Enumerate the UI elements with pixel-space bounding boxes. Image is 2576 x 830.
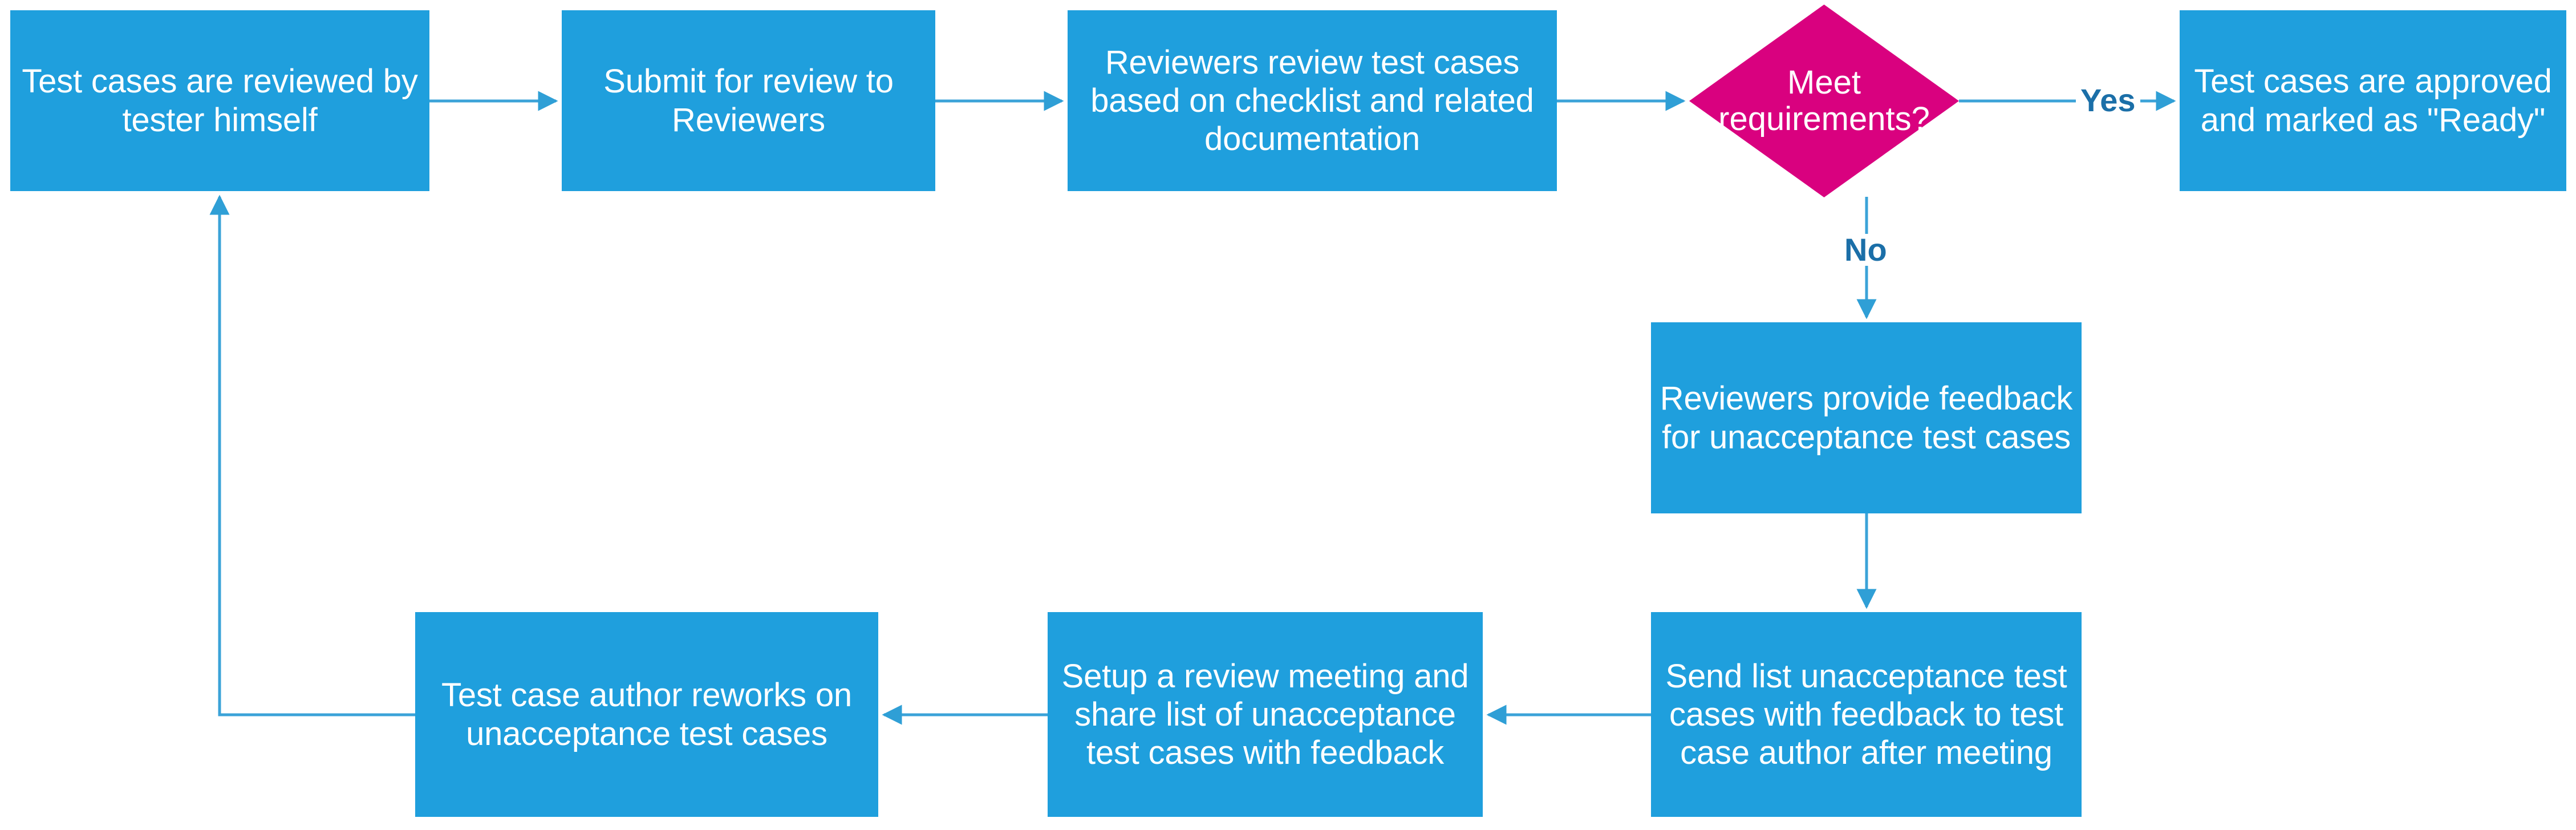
node-label: Reviewers provide feedback for unaccepta… (1660, 380, 2073, 456)
node-reviewers-review[interactable]: Reviewers review test cases based on che… (1068, 10, 1557, 191)
node-label: Setup a review meeting and share list of… (1061, 657, 1469, 772)
node-label: Submit for review to Reviewers (603, 63, 894, 139)
node-label: Test case author reworks on unacceptance… (441, 677, 852, 752)
node-label: Reviewers review test cases based on che… (1090, 43, 1534, 158)
node-provide-feedback[interactable]: Reviewers provide feedback for unaccepta… (1651, 322, 2082, 513)
node-label: Test cases are approved and marked as "R… (2194, 63, 2552, 139)
node-approved-ready[interactable]: Test cases are approved and marked as "R… (2180, 10, 2566, 191)
node-label: Meet requirements? (1718, 64, 1930, 137)
node-setup-meeting[interactable]: Setup a review meeting and share list of… (1048, 612, 1483, 817)
edge-rework-to-reviewed (209, 195, 415, 716)
node-reviewed-by-tester[interactable]: Test cases are reviewed by tester himsel… (10, 10, 429, 191)
node-submit-for-review[interactable]: Submit for review to Reviewers (562, 10, 935, 191)
node-send-list[interactable]: Send list unacceptance test cases with f… (1651, 612, 2082, 817)
node-label: Test cases are reviewed by tester himsel… (22, 63, 418, 139)
node-author-reworks[interactable]: Test case author reworks on unacceptance… (415, 612, 878, 817)
edge-label-yes: Yes (2076, 84, 2140, 116)
node-label: Send list unacceptance test cases with f… (1665, 657, 2067, 772)
node-meet-requirements[interactable]: Meet requirements? (1689, 5, 1959, 197)
edge-label-no: No (1840, 234, 1892, 266)
